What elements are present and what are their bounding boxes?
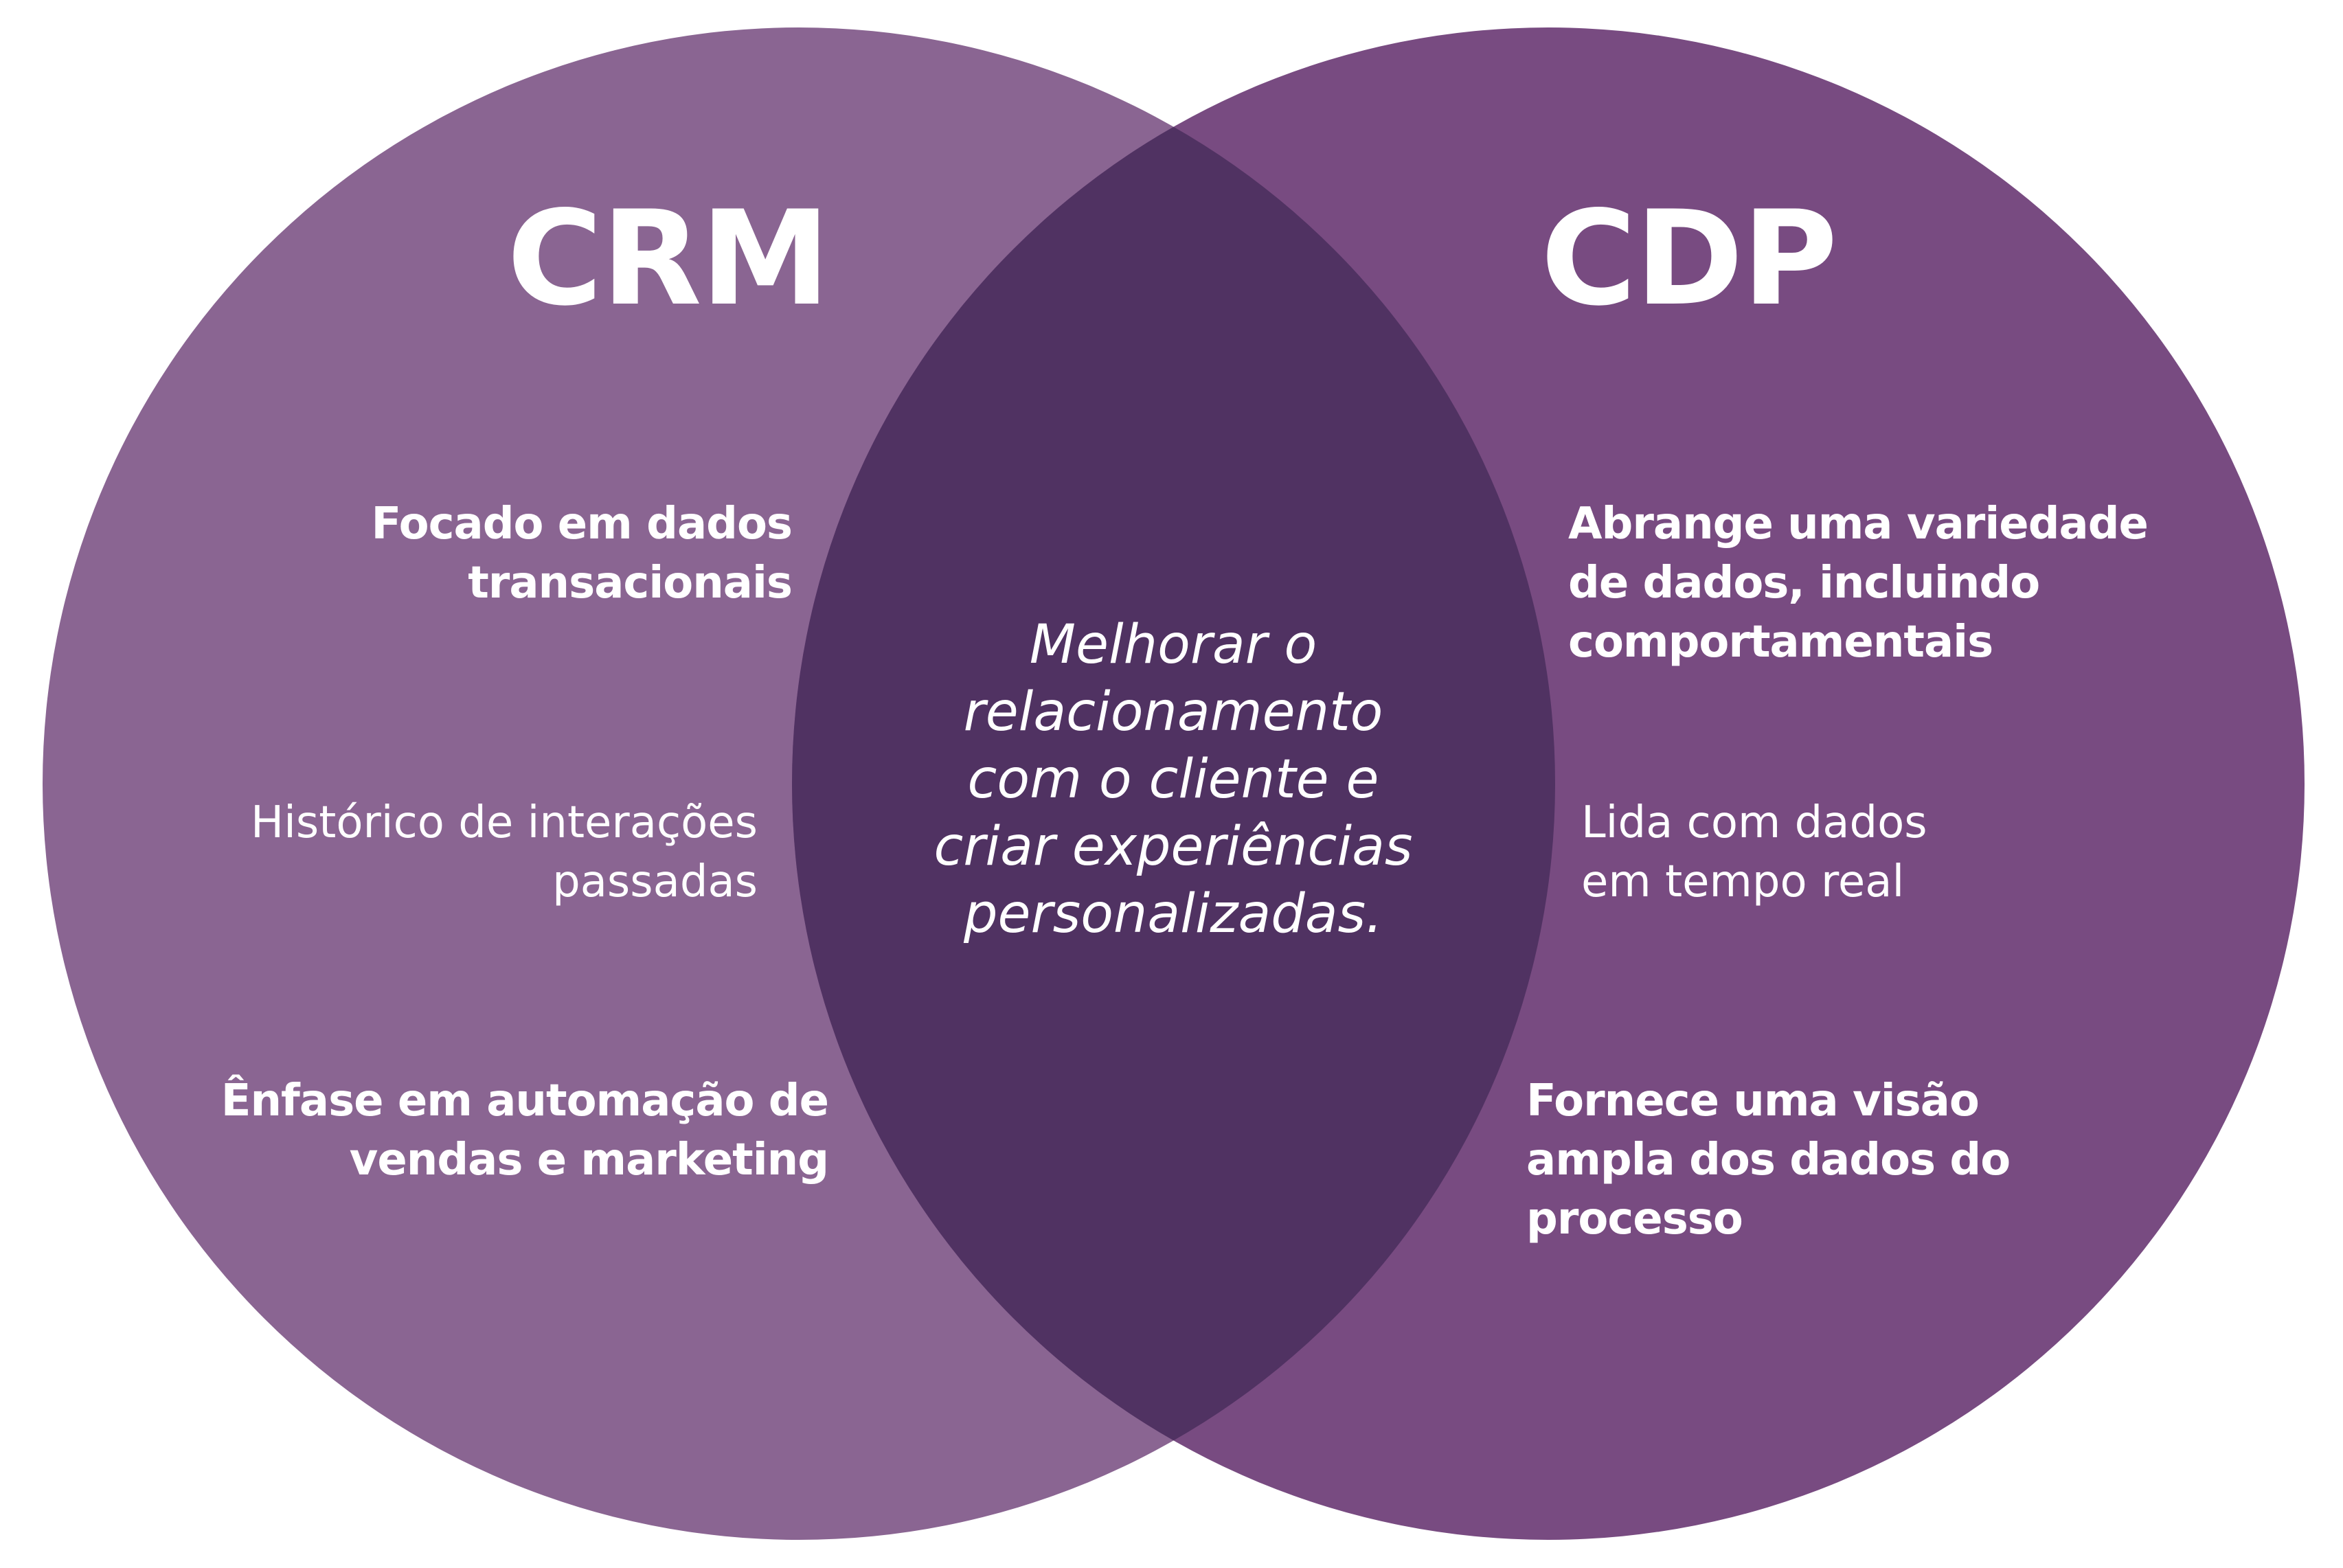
cdp-item-real-time-data: Lida com dados em tempo real bbox=[1581, 793, 1927, 911]
intersection-line: relacionamento bbox=[963, 681, 1383, 743]
cdp-item-line: ampla dos dados do bbox=[1526, 1135, 2011, 1185]
crm-item-line: transacionais bbox=[468, 558, 793, 609]
intersection-line: personalizadas. bbox=[964, 883, 1383, 945]
cdp-item-data-variety: Abrange uma variedade de dados, incluind… bbox=[1568, 495, 2149, 672]
cdp-item-line: Abrange uma variedade bbox=[1568, 499, 2149, 549]
crm-item-transactional-data: Focado em dados transacionais bbox=[371, 495, 793, 613]
cdp-item-line: comportamentais bbox=[1568, 617, 1993, 668]
crm-item-line: vendas e marketing bbox=[349, 1135, 829, 1185]
crm-item-line: passadas bbox=[552, 856, 758, 907]
intersection-text: Melhorar o relacionamento com o cliente … bbox=[898, 611, 1448, 948]
cdp-item-process-view: Fornece uma visão ampla dos dados do pro… bbox=[1526, 1071, 2011, 1249]
crm-item-interaction-history: Histórico de interações passadas bbox=[251, 793, 758, 911]
crm-item-line: Focado em dados bbox=[371, 499, 793, 549]
overlap-region bbox=[792, 27, 1555, 1540]
cdp-item-line: Fornece uma visão bbox=[1526, 1076, 1980, 1126]
cdp-title: CDP bbox=[1541, 183, 1837, 334]
intersection-line: criar experiências bbox=[933, 816, 1413, 878]
crm-item-line: Histórico de interações bbox=[250, 797, 758, 848]
cdp-item-line: em tempo real bbox=[1581, 856, 1905, 907]
intersection-line: com o cliente e bbox=[967, 749, 1379, 810]
crm-item-line: Ênfase em automação de bbox=[220, 1076, 829, 1126]
crm-item-sales-automation: Ênfase em automação de vendas e marketin… bbox=[220, 1071, 829, 1190]
cdp-item-line: de dados, incluindo bbox=[1568, 558, 2040, 609]
intersection-line: Melhorar o bbox=[1029, 614, 1317, 676]
cdp-item-line: Lida com dados bbox=[1581, 797, 1927, 848]
crm-title: CRM bbox=[507, 183, 830, 334]
cdp-item-line: processo bbox=[1526, 1194, 1743, 1245]
